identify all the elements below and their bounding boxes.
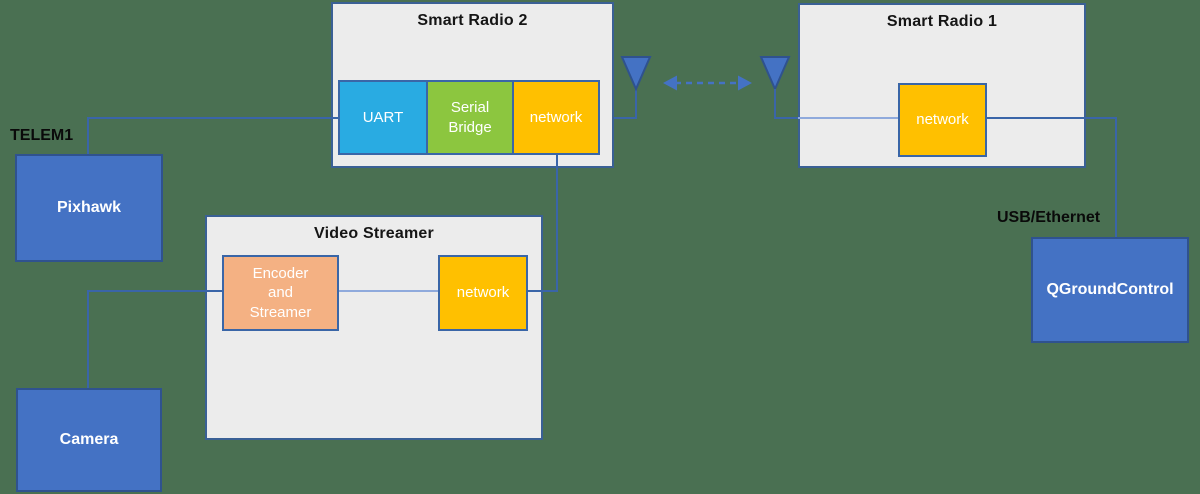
network-label: network	[529, 108, 583, 126]
encoder-label-line2: and	[267, 284, 294, 302]
video-streamer-title: Video Streamer	[314, 225, 434, 242]
uart-label: UART	[362, 108, 404, 126]
smart-radio-1-network-box: network	[898, 83, 987, 157]
network-label: network	[456, 284, 510, 302]
pixhawk-box: Pixhawk	[15, 154, 163, 262]
video-streamer-network-box: network	[438, 255, 528, 331]
telem1-label: TELEM1	[10, 127, 74, 144]
qgroundcontrol-label: QGroundControl	[1046, 281, 1174, 298]
usb-ethernet-label: USB/Ethernet	[997, 209, 1101, 226]
smart-radio-1-box: Smart Radio 1	[798, 3, 1086, 168]
wireless-link-arrow	[663, 75, 752, 91]
wire-encoder-camera	[87, 290, 222, 388]
serial-bridge-label-line1: Serial	[450, 99, 490, 116]
camera-label: Camera	[59, 431, 119, 448]
network-label: network	[916, 111, 969, 129]
serial-bridge-box: Serial Bridge	[426, 80, 514, 155]
wire-sr2net-vsnet	[528, 155, 558, 292]
uart-box: UART	[338, 80, 428, 155]
camera-box: Camera	[16, 388, 162, 492]
encoder-label-line3: Streamer	[249, 303, 312, 321]
smart-radio-2-network-box: network	[512, 80, 600, 155]
encoder-label-line1: Encoder	[252, 264, 309, 282]
smart-radio-1-title: Smart Radio 1	[886, 13, 998, 30]
qgroundcontrol-box: QGroundControl	[1031, 237, 1189, 343]
wire-sr1-qgc	[987, 117, 1117, 237]
wire-antenna-sr1	[774, 89, 798, 119]
smart-radio-2-title: Smart Radio 2	[417, 12, 528, 29]
wire-pixhawk-uart	[87, 117, 338, 154]
wire-sr2-antenna	[614, 89, 637, 119]
encoder-streamer-box: Encoder and Streamer	[222, 255, 339, 331]
antenna-icon	[759, 56, 791, 92]
antenna-icon	[620, 56, 652, 92]
serial-bridge-label-line2: Bridge	[448, 118, 492, 136]
pixhawk-label: Pixhawk	[56, 199, 122, 216]
